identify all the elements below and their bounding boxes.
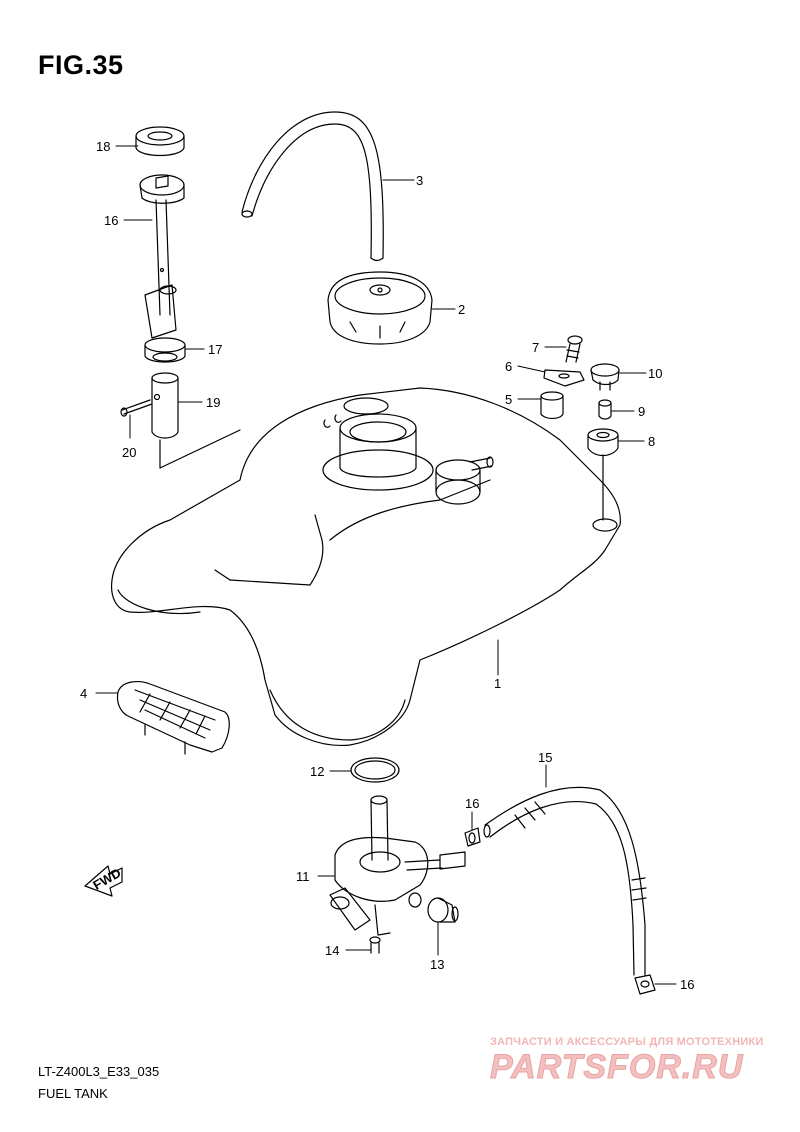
part-20-sleeve [151, 372, 179, 439]
callout-1: 1 [494, 676, 501, 691]
part-13-filter-cup [427, 897, 459, 923]
part-15-fuel-hose [483, 786, 647, 976]
part-4-heat-shield [116, 681, 230, 755]
callout-2: 2 [458, 302, 465, 317]
part-8-cushion [587, 428, 619, 521]
callout-15: 15 [538, 750, 552, 765]
callout-6: 6 [505, 359, 512, 374]
callout-14: 14 [325, 943, 339, 958]
callout-leaders [95, 145, 677, 985]
callout-4: 4 [80, 686, 87, 701]
part-10-bolt [590, 363, 620, 391]
part-7-bolt [565, 335, 583, 363]
callout-18: 17 [208, 342, 222, 357]
part-5-collar [540, 391, 564, 420]
callout-16-lower: 16 [680, 977, 694, 992]
callout-17: 16 [104, 213, 118, 228]
part-3-breather-hose [241, 111, 384, 262]
watermark-tagline: ЗАПЧАСТИ И АКСЕССУАРЫ ДЛЯ МОТОТЕХНИКИ [490, 1036, 764, 1048]
part-21-screw [120, 399, 153, 417]
watermark-logo: PARTSFOR.RU [489, 1048, 744, 1087]
figure-title: FIG.35 [38, 50, 124, 80]
callout-16-upper: 16 [465, 796, 479, 811]
callout-10: 10 [648, 366, 662, 381]
callout-19: 18 [96, 139, 110, 154]
part-14-screw [369, 936, 381, 954]
part-18-grommet [144, 337, 186, 363]
part-1-fuel-tank [110, 387, 621, 747]
part-2-fuel-cap [327, 271, 433, 345]
callout-11: 11 [296, 869, 310, 884]
callout-8: 8 [648, 434, 655, 449]
callout-labels: 18 16 17 19 20 3 2 7 6 5 10 9 8 1 4 12 1… [80, 139, 694, 992]
callout-20: 19 [206, 395, 220, 410]
callout-9: 9 [638, 404, 645, 419]
part-16-clamp-upper [464, 827, 481, 847]
part-17-fuel-gauge [139, 174, 185, 339]
part-16-clamp-lower [634, 974, 656, 995]
callout-3: 3 [416, 173, 423, 188]
part-11-fuel-valve [329, 795, 466, 936]
diagram-code: LT-Z400L3_E33_035 [38, 1064, 160, 1079]
part-19-gasket [135, 126, 185, 157]
callout-7: 7 [532, 340, 539, 355]
callout-5: 5 [505, 392, 512, 407]
part-12-o-ring [350, 757, 400, 783]
callout-13: 13 [430, 957, 444, 972]
callout-12: 12 [310, 764, 324, 779]
diagram-name: FUEL TANK [38, 1086, 108, 1101]
part-6-washer [543, 369, 585, 387]
callout-21: 20 [122, 445, 136, 460]
part-9-collar [598, 399, 612, 420]
fwd-arrow-icon [84, 865, 123, 897]
